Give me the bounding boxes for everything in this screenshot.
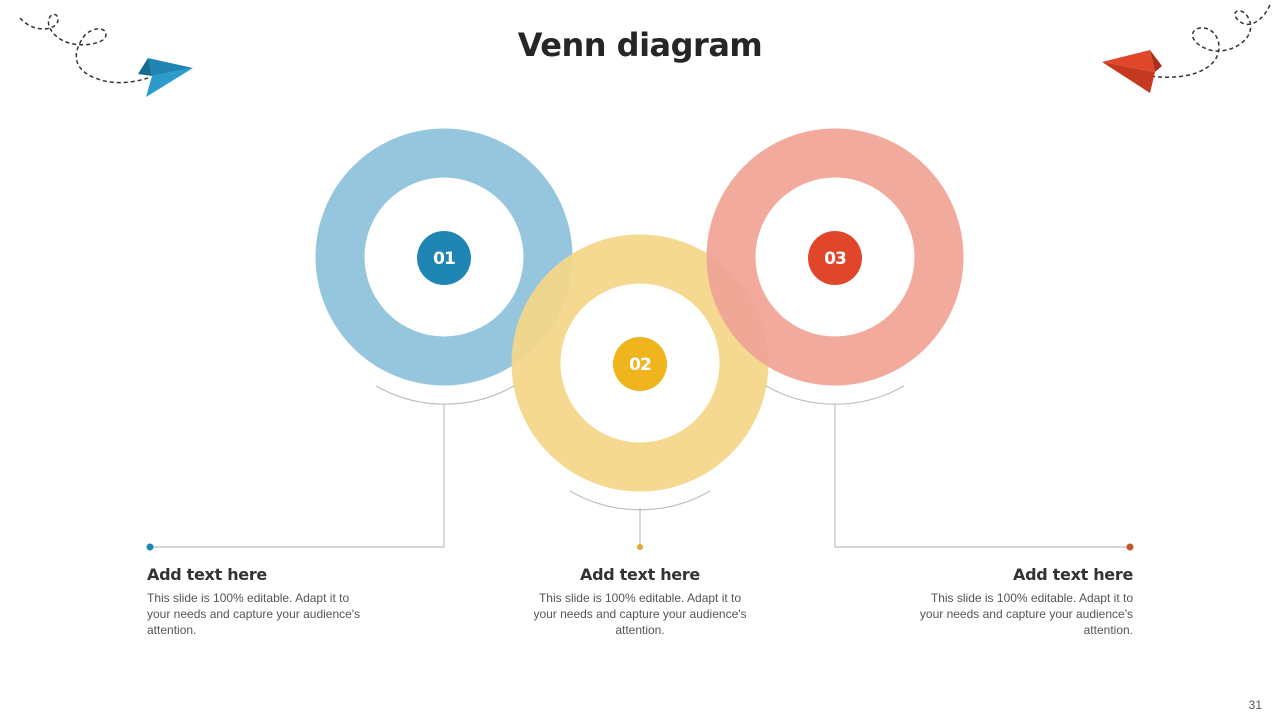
ring-1 (315, 128, 573, 386)
arc-under-circle-3 (765, 385, 905, 405)
svg-text:02: 02 (629, 355, 651, 375)
text-block-body: This slide is 100% editable. Adapt it to… (147, 591, 361, 637)
connector-dot-3 (1126, 543, 1134, 551)
text-block-3: Add text here This slide is 100% editabl… (918, 565, 1133, 638)
text-block-heading: Add text here (147, 565, 267, 584)
text-block-2: Add text here This slide is 100% editabl… (530, 565, 750, 638)
text-block-1: Add text here This slide is 100% editabl… (147, 565, 362, 638)
badge-03: 03 (805, 228, 865, 288)
paper-plane-icon (1102, 50, 1162, 93)
page-number: 31 (1248, 698, 1262, 712)
right-flight-path (1149, 4, 1271, 78)
arc-under-circle-1 (375, 385, 515, 405)
ring-3 (706, 128, 964, 386)
svg-text:03: 03 (824, 249, 846, 269)
badge-02: 02 (610, 334, 670, 394)
badge-01: 01 (414, 228, 474, 288)
text-block-body: This slide is 100% editable. Adapt it to… (919, 591, 1133, 637)
page-title: Venn diagram (517, 26, 763, 64)
connector-line-1 (150, 404, 445, 548)
connector-dot-2 (637, 544, 643, 550)
paper-plane-icon (138, 58, 193, 97)
svg-text:01: 01 (433, 249, 455, 269)
connector-line-3 (834, 404, 1130, 548)
arc-under-circle-2 (569, 490, 711, 511)
text-block-heading: Add text here (580, 565, 700, 584)
text-block-body: This slide is 100% editable. Adapt it to… (533, 591, 747, 637)
text-block-heading: Add text here (1013, 565, 1133, 584)
ring-2 (511, 234, 769, 492)
connector-dot-1 (146, 543, 154, 551)
